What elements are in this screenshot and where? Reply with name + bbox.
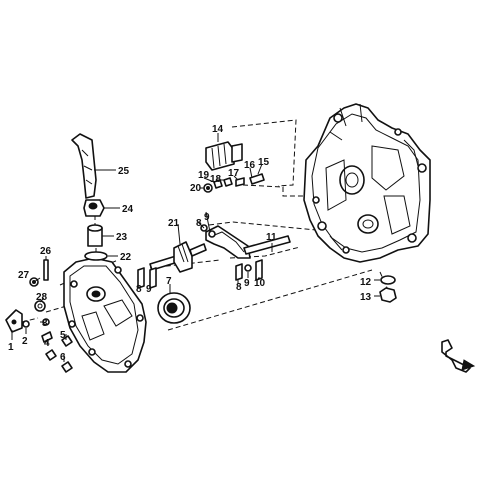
breather-hose bbox=[71, 133, 116, 199]
callout-3: 3 bbox=[42, 318, 48, 329]
callout-26: 26 bbox=[40, 246, 52, 257]
callout-7: 7 bbox=[166, 276, 172, 287]
callout-5: 5 bbox=[60, 330, 66, 341]
callout-1: 1 bbox=[8, 342, 14, 353]
drive-belt bbox=[205, 225, 251, 259]
hose-clamp bbox=[83, 199, 120, 217]
starter-fittings bbox=[200, 173, 265, 238]
callout-16: 16 bbox=[244, 160, 256, 171]
callout-13: 13 bbox=[360, 292, 372, 303]
left-fasteners bbox=[5, 277, 73, 373]
starter-motor bbox=[205, 133, 243, 171]
callout-24: 24 bbox=[122, 204, 134, 215]
drain-plug bbox=[374, 275, 397, 303]
callout-10: 10 bbox=[254, 278, 266, 289]
breather-connector bbox=[87, 224, 114, 247]
callout-22: 22 bbox=[120, 252, 132, 263]
callout-4: 4 bbox=[44, 338, 50, 349]
callout-20: 20 bbox=[190, 183, 202, 194]
callout-labels: 1 2 3 4 5 6 7 8 8 8 9 9 9 10 11 12 13 14… bbox=[8, 124, 372, 363]
callout-28: 28 bbox=[36, 292, 48, 303]
middle-fasteners bbox=[137, 259, 263, 289]
callout-2: 2 bbox=[22, 336, 28, 347]
callout-6: 6 bbox=[60, 352, 66, 363]
callout-8-lower: 8 bbox=[236, 282, 242, 293]
callout-9-gear: 9 bbox=[204, 212, 210, 223]
rod bbox=[243, 235, 291, 255]
callout-25: 25 bbox=[118, 166, 130, 177]
callout-19: 19 bbox=[198, 170, 210, 181]
callout-23: 23 bbox=[116, 232, 128, 243]
side-cover bbox=[63, 257, 147, 373]
callout-14: 14 bbox=[212, 124, 224, 135]
crankcase-half bbox=[303, 103, 431, 263]
leader-lines bbox=[11, 163, 263, 362]
callout-9-shaft: 9 bbox=[146, 284, 152, 295]
callout-17: 17 bbox=[228, 168, 240, 179]
oil-seal bbox=[157, 292, 191, 324]
breather-plate bbox=[84, 251, 118, 261]
front-arrow-icon bbox=[441, 339, 476, 373]
callout-8-gear: 8 bbox=[196, 218, 202, 229]
callout-15: 15 bbox=[258, 157, 270, 168]
callout-18: 18 bbox=[210, 174, 222, 185]
callout-9-lower: 9 bbox=[244, 278, 250, 289]
callout-11: 11 bbox=[266, 232, 277, 243]
callout-27: 27 bbox=[18, 270, 30, 281]
callout-8-shaft: 8 bbox=[136, 284, 142, 295]
callout-21: 21 bbox=[168, 218, 180, 229]
drive-shaft bbox=[149, 241, 207, 273]
callout-12: 12 bbox=[360, 277, 372, 288]
dowel-pin bbox=[43, 256, 49, 281]
